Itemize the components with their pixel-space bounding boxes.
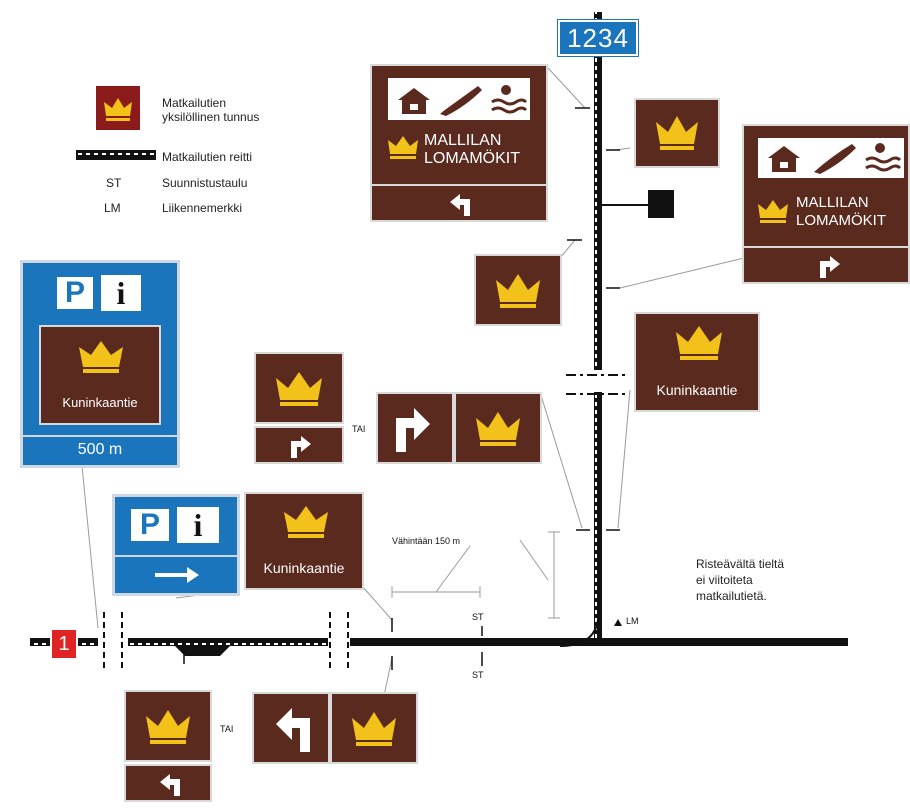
crown-icon <box>146 710 190 744</box>
st-label-bottom: ST <box>472 670 484 680</box>
legend-crown-key <box>96 86 140 130</box>
legend-lm-abbr: LM <box>104 201 121 215</box>
lomamokit-sign-right: MALLILAN LOMAMÖKIT <box>742 124 910 284</box>
turn-right-plate <box>254 426 344 464</box>
road-number-1234-text: 1234 <box>567 22 629 53</box>
vertical-tourist-road <box>594 12 602 646</box>
crown-icon <box>476 412 520 446</box>
legend-st-abbr: ST <box>106 176 122 190</box>
road-number-1-text: 1 <box>58 632 70 655</box>
parking-info-sign: P i Kuninkaantie 500 m <box>20 260 180 468</box>
crown-icon <box>276 372 322 406</box>
parking-info-arrow-sign: P i <box>112 494 240 596</box>
crown-sign-stack-top <box>254 352 344 424</box>
service-symbols-panel-right <box>758 138 904 178</box>
swimming-icon <box>865 143 902 172</box>
legend-lm-label: Liikennemerkki <box>162 201 243 215</box>
lm-marker <box>614 619 622 626</box>
crown-icon <box>284 506 328 538</box>
kuninkaantie-panel: Kuninkaantie <box>39 325 161 425</box>
legend-crown-label: Matkailutien yksilöllinen tunnus <box>162 96 260 124</box>
service-symbols-panel <box>388 78 530 120</box>
crown-icon <box>104 98 132 121</box>
kuninkaantie-sign-bottom: Kuninkaantie <box>244 492 364 590</box>
st-label-top: ST <box>472 612 484 622</box>
arrow-turn-right-icon <box>820 256 840 278</box>
crossing-road <box>594 638 848 646</box>
kuninkaantie-sign-right: Kuninkaantie <box>634 312 760 412</box>
kuninkaantie-label: Kuninkaantie <box>656 382 738 398</box>
parking-info-symbols: P i <box>55 275 145 311</box>
arrow-right-icon <box>155 567 199 583</box>
parking-icon: P <box>129 507 171 543</box>
crown-sign-mid <box>474 254 562 326</box>
fish-icon <box>440 83 482 116</box>
kuninkaantie-label-bottom: Kuninkaantie <box>263 560 345 576</box>
legend-route-label: Matkailutien reitti <box>162 150 253 164</box>
crown-sign-bottom-right <box>330 692 418 764</box>
road-number-1: 1 <box>50 628 78 660</box>
crown-sign-small <box>634 98 720 168</box>
road-number-1234: 1234 <box>557 19 639 57</box>
arrow-left-sign <box>252 692 330 764</box>
crown-icon <box>676 326 722 360</box>
crown-sign-bottom-left <box>124 690 212 762</box>
crown-icon <box>79 341 123 373</box>
swimming-icon <box>491 85 528 114</box>
horizontal-tourist-road <box>30 638 594 646</box>
crown-icon <box>656 116 698 150</box>
min-distance-label: Vähintään 150 m <box>392 536 461 546</box>
cabin-icon <box>768 146 800 172</box>
arrow-right-sign <box>376 392 454 464</box>
crown-icon <box>758 200 788 223</box>
arrow-turn-left-icon <box>276 708 310 752</box>
turn-left-plate <box>124 764 212 802</box>
crown-icon <box>352 712 396 746</box>
lm-label: LM <box>626 616 639 626</box>
arrow-turn-right-icon <box>291 436 311 458</box>
arrow-turn-right-icon <box>396 408 430 452</box>
arrow-turn-left-icon <box>450 194 470 216</box>
crown-icon <box>388 136 418 159</box>
fish-icon <box>814 144 856 174</box>
lomamokit-name-right: MALLILAN LOMAMÖKIT <box>796 194 887 229</box>
kuninkaantie-label-blue: Kuninkaantie <box>62 395 138 410</box>
arrow-turn-left-icon <box>160 774 180 796</box>
crown-sign-side <box>454 392 542 464</box>
info-icon: i <box>177 507 219 543</box>
side-road-bump <box>175 646 230 656</box>
distance-label: 500 m <box>77 441 123 458</box>
black-square-sign <box>648 190 674 218</box>
lomamokit-sign-left: MALLILAN LOMAMÖKIT <box>370 64 548 222</box>
lomamokit-name: MALLILAN LOMAMÖKIT <box>424 132 521 167</box>
crossing-road-note: Risteävältä tieltä ei viitoiteta matkail… <box>696 557 785 603</box>
cabin-icon <box>398 88 430 114</box>
crown-icon <box>496 274 540 308</box>
legend-st-label: Suunnistustaulu <box>162 176 248 190</box>
legend-route-key <box>76 150 156 160</box>
info-icon: i <box>101 275 141 311</box>
tai-label-1: TAI <box>352 424 366 434</box>
parking-icon: P <box>55 275 95 311</box>
tai-label-2: TAI <box>220 724 234 734</box>
